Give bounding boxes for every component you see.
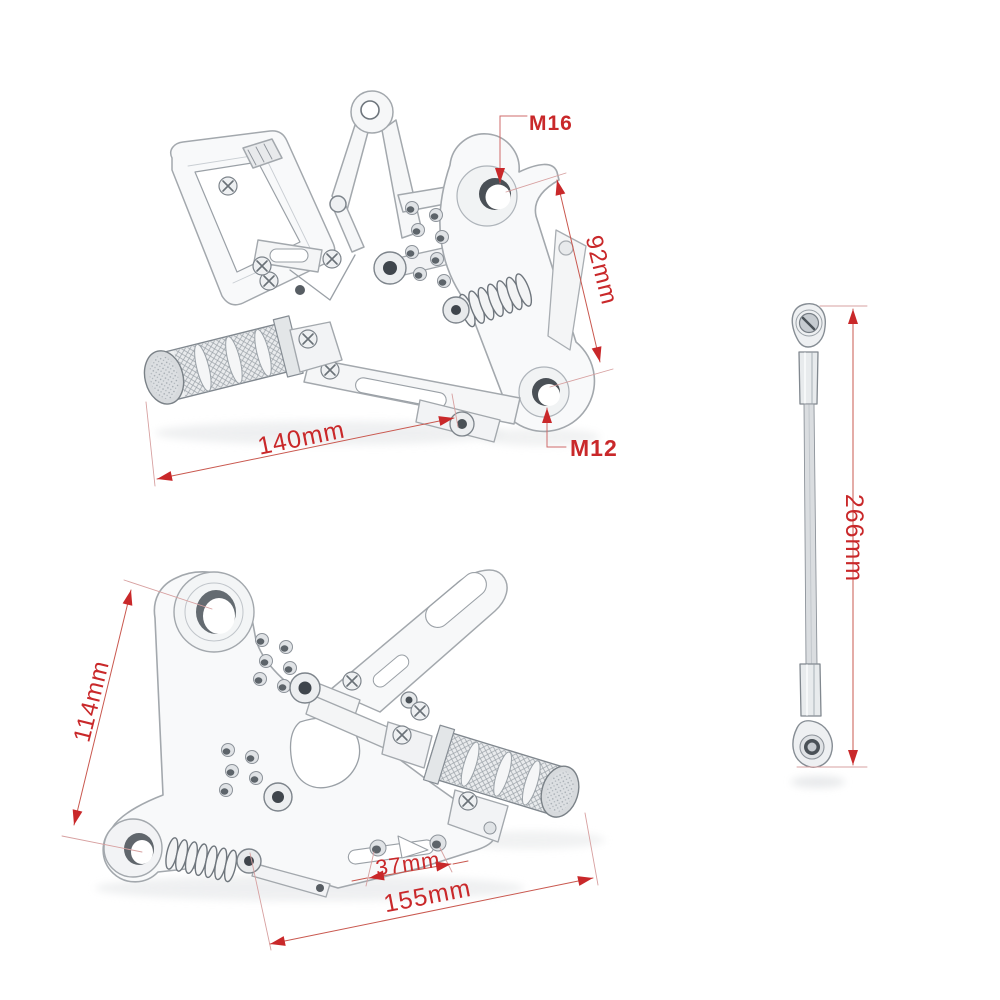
dimension-line <box>269 876 594 946</box>
extension-line <box>451 393 459 428</box>
upper-arm <box>329 569 508 713</box>
dimension-line <box>368 861 452 881</box>
label-92mm: 92mm <box>580 233 623 308</box>
rearset-left-side-drawing <box>95 569 605 901</box>
shift-spring <box>165 837 238 883</box>
shift-rod-drawing <box>791 303 845 788</box>
label-m16: M16 <box>529 112 573 135</box>
heel-guard-plate <box>170 130 336 306</box>
dimension-line <box>72 589 133 826</box>
lower-linkage <box>303 357 521 443</box>
shadow <box>791 776 845 788</box>
rod-adjuster-bottom <box>799 663 822 717</box>
rearset-right-side-drawing <box>143 90 600 446</box>
dimension-line <box>156 416 455 481</box>
dimension-stub <box>452 860 469 865</box>
label-266mm: 266mm <box>840 494 868 582</box>
mount-bracket-arm <box>329 90 457 253</box>
dimension-m16: M16 <box>495 112 573 184</box>
screw <box>342 671 362 691</box>
screw <box>298 329 318 349</box>
shadow <box>480 428 600 446</box>
extension-line <box>123 579 213 610</box>
extension-line <box>505 172 567 193</box>
extension-line <box>549 368 614 388</box>
extension-line <box>584 812 599 886</box>
screw <box>458 791 478 811</box>
extension-line <box>61 835 143 853</box>
dimension-266mm: 266mm <box>796 305 868 768</box>
main-plate <box>102 571 496 889</box>
footpeg <box>422 724 580 818</box>
dimension-line <box>555 179 602 363</box>
screw <box>218 176 238 196</box>
screw <box>410 701 430 721</box>
rod-adjuster-top <box>798 351 819 405</box>
m12-leader-line <box>542 407 567 448</box>
m16-leader-line <box>495 115 528 184</box>
label-m12: M12 <box>570 435 618 461</box>
screw <box>252 256 272 276</box>
dimension-m12: M12 <box>542 407 618 461</box>
screw <box>322 249 342 269</box>
brake-lever <box>547 229 587 351</box>
extension-line <box>249 852 272 951</box>
footpeg <box>143 315 304 405</box>
label-114mm: 114mm <box>69 658 115 745</box>
extension-line <box>145 401 156 487</box>
screw <box>392 725 412 745</box>
